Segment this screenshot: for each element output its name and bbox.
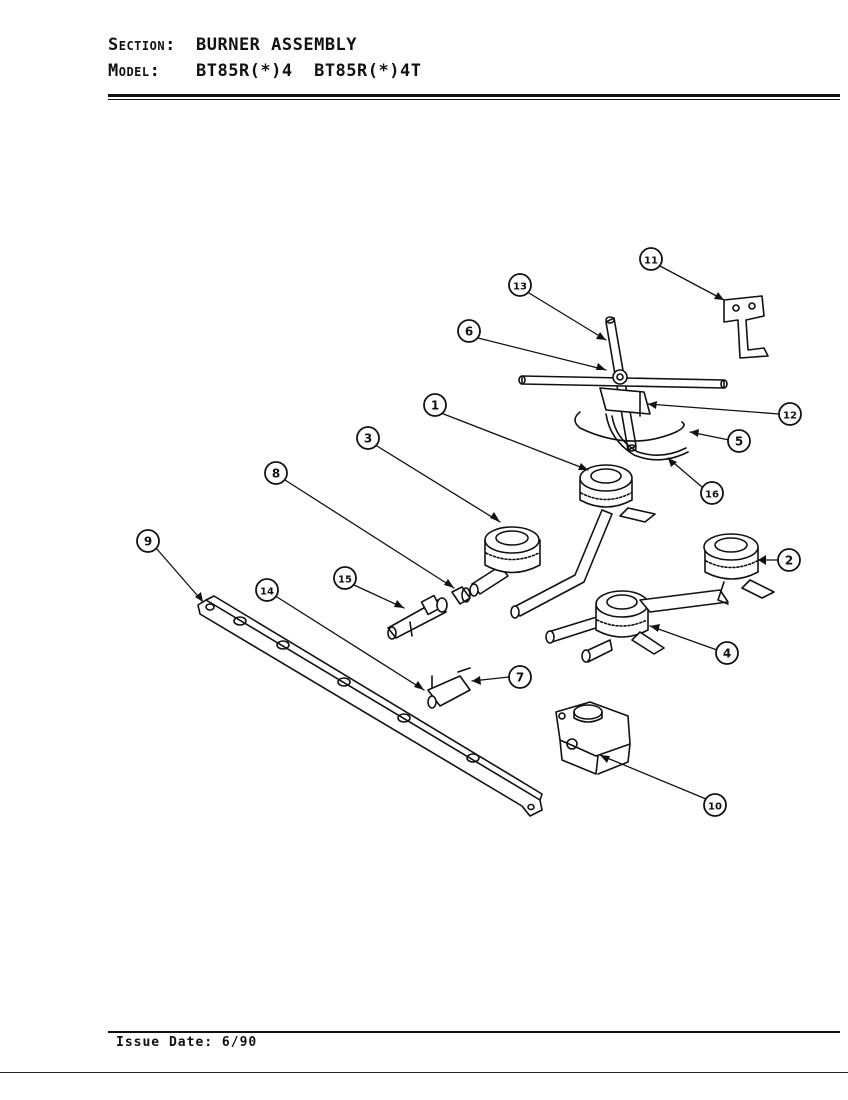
callout-10-circle <box>703 793 727 817</box>
section-row: Section: BURNER ASSEMBLY <box>108 32 421 58</box>
page-header: Section: BURNER ASSEMBLY Model: BT85R(*)4 … <box>108 32 421 84</box>
callout-1-label: 1 <box>431 399 439 413</box>
header-rule-thin <box>108 99 840 100</box>
part-13-crossover-tube <box>518 316 728 452</box>
callout-5-circle <box>727 429 751 453</box>
callout-14-circle <box>255 578 279 602</box>
callout-3-circle <box>356 426 380 450</box>
callout-6-circle <box>457 319 481 343</box>
callout-4-label: 4 <box>723 647 731 661</box>
section-value: BURNER ASSEMBLY <box>196 35 358 55</box>
callout-circles <box>136 247 802 817</box>
footer-rule <box>108 1031 840 1033</box>
callout-2-label: 2 <box>785 554 793 568</box>
part-3-burner <box>469 526 541 597</box>
issue-date: Issue Date: 6/90 <box>116 1035 258 1050</box>
part-11-bracket <box>723 295 769 359</box>
callout-12-label: 12 <box>783 411 797 422</box>
callout-6-label: 6 <box>465 325 473 339</box>
model-value: BT85R(*)4 BT85R(*)4T <box>196 61 422 81</box>
callout-16-label: 16 <box>705 490 719 501</box>
model-label: Model: <box>108 61 161 81</box>
part-2-burner <box>703 533 775 605</box>
callout-9-label: 9 <box>144 535 152 549</box>
callout-16-circle <box>700 481 724 505</box>
part-7-valve <box>427 667 471 709</box>
header-rule-thick <box>108 94 840 97</box>
callout-10-label: 10 <box>708 802 722 813</box>
callout-11-label: 11 <box>644 256 658 267</box>
callout-15-circle <box>333 566 357 590</box>
part-1-burner <box>510 464 656 619</box>
callout-15-label: 15 <box>338 575 352 586</box>
part-9-manifold-bar <box>197 595 543 817</box>
part-5-wire-clip <box>574 411 685 442</box>
callout-3-label: 3 <box>364 432 372 446</box>
callout-1-circle <box>423 393 447 417</box>
part-4-burner <box>545 589 729 663</box>
part-16-curved-rod <box>605 413 689 461</box>
callout-7-circle <box>508 665 532 689</box>
part-10-regulator <box>555 701 631 775</box>
callout-4-circle <box>715 641 739 665</box>
callout-8-label: 8 <box>272 467 280 481</box>
callout-13-circle <box>508 273 532 297</box>
callout-14-label: 14 <box>260 587 274 598</box>
callout-13-label: 13 <box>513 282 527 293</box>
leader-lines <box>155 265 780 800</box>
model-row: Model: BT85R(*)4 BT85R(*)4T <box>108 58 421 84</box>
part-15-fitting <box>387 594 448 640</box>
callout-2-circle <box>777 548 801 572</box>
callout-8-circle <box>264 461 288 485</box>
page-edge-line <box>0 1072 848 1073</box>
part-8-orifice <box>451 586 471 605</box>
callout-7-label: 7 <box>516 671 524 685</box>
part-12-bracket <box>599 387 651 417</box>
section-label: Section: <box>108 35 176 55</box>
callout-12-circle <box>778 402 802 426</box>
callout-11-circle <box>639 247 663 271</box>
callout-5-label: 5 <box>735 435 743 449</box>
callout-9-circle <box>136 529 160 553</box>
leader-arrowheads <box>195 292 766 763</box>
